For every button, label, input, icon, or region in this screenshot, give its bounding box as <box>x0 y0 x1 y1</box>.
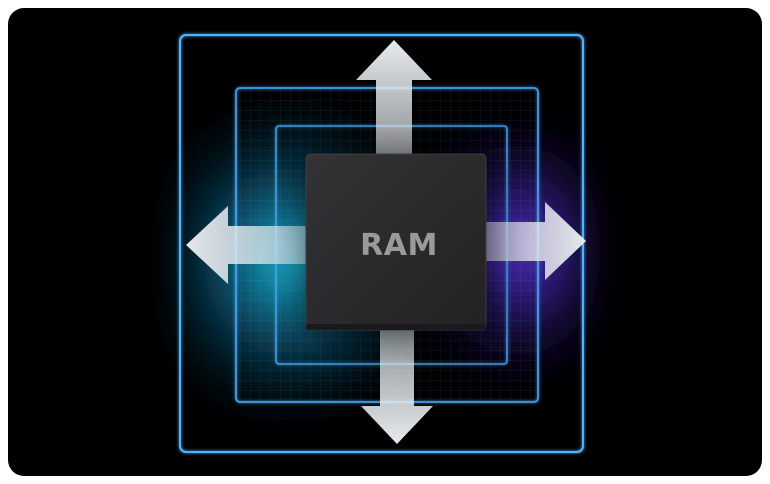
arrow-right-icon <box>480 202 586 280</box>
arrow-down-icon <box>361 326 433 444</box>
chip-label: RAM <box>360 228 438 263</box>
arrow-up-icon <box>356 40 432 158</box>
arrow-left-icon <box>186 206 312 284</box>
chip-edge <box>306 324 486 330</box>
